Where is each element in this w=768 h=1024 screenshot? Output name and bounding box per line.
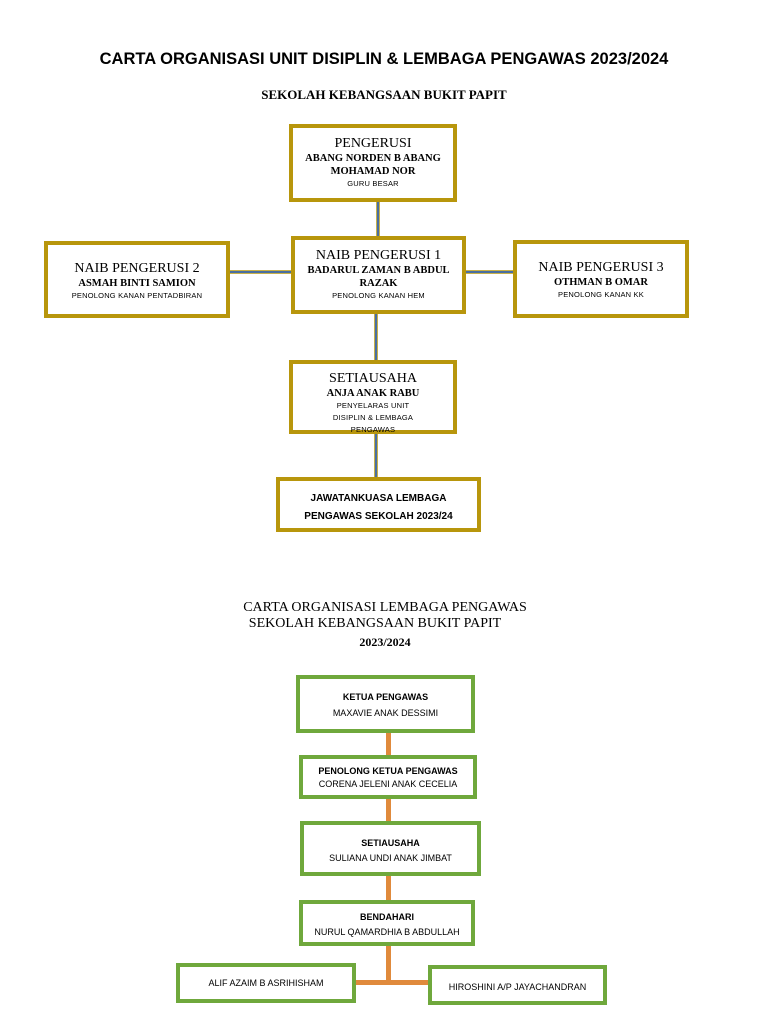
connector-naib1-naib2 [228, 270, 293, 274]
naib1-role: NAIB PENGERUSI 1 [315, 248, 442, 263]
setiausaha2-name: SULIANA UNDI ANAK JIMBAT [329, 853, 452, 863]
naib3-box: NAIB PENGERUSI 3 OTHMAN B OMAR PENOLONG … [513, 240, 689, 318]
connector-pengerusi-naib1 [376, 200, 380, 240]
right-member-name: HIROSHINI A/P JAYACHANDRAN [448, 982, 587, 992]
connector-setiausaha-jawatankuasa [374, 432, 378, 478]
left-member-name: ALIF AZAIM B ASRIHISHAM [208, 978, 324, 988]
chart2-title-line2: SEKOLAH KEBANGSAAN BUKIT PAPIT [248, 616, 502, 631]
naib2-name: ASMAH BINTI SAMION [78, 278, 196, 289]
chart2-title-line3: 2023/2024 [359, 635, 411, 649]
connector-bendahari-members [386, 944, 391, 984]
naib2-box: NAIB PENGERUSI 2 ASMAH BINTI SAMION PENO… [44, 241, 230, 318]
naib3-role: NAIB PENGERUSI 3 [538, 260, 664, 275]
pengerusi-position: GURU BESAR [347, 179, 399, 188]
chart1-title: CARTA ORGANISASI UNIT DISIPLIN & LEMBAGA… [99, 50, 669, 68]
pengerusi-role: PENGERUSI [334, 136, 412, 151]
setiausaha2-title: SETIAUSAHA [361, 838, 420, 848]
connector-naib1-setiausaha [374, 312, 378, 362]
naib1-position: PENOLONG KANAN HEM [332, 291, 425, 300]
setiausaha2-box: SETIAUSAHA SULIANA UNDI ANAK JIMBAT [300, 821, 481, 876]
ketua-title: KETUA PENGAWAS [342, 692, 429, 702]
naib2-position: PENOLONG KANAN PENTADBIRAN [71, 291, 203, 300]
left-member-box: ALIF AZAIM B ASRIHISHAM [176, 963, 356, 1003]
connector-members-horizontal [354, 980, 430, 985]
naib2-role: NAIB PENGERUSI 2 [74, 261, 200, 276]
jawatankuasa-box: JAWATANKUASA LEMBAGA PENGAWAS SEKOLAH 20… [276, 477, 481, 532]
connector-naib1-naib3 [465, 270, 515, 274]
bendahari-box: BENDAHARI NURUL QAMARDHIA B ABDULLAH [299, 900, 475, 946]
ketua-name: MAXAVIE ANAK DESSIMI [332, 708, 439, 718]
bendahari-title: BENDAHARI [360, 912, 414, 922]
penolong-title: PENOLONG KETUA PENGAWAS [318, 766, 458, 776]
right-member-box: HIROSHINI A/P JAYACHANDRAN [428, 965, 607, 1005]
chart1-subtitle: SEKOLAH KEBANGSAAN BUKIT PAPIT [261, 87, 507, 102]
penolong-name: CORENA JELENI ANAK CECELIA [318, 779, 458, 789]
ketua-box: KETUA PENGAWAS MAXAVIE ANAK DESSIMI [296, 675, 475, 733]
naib3-name: OTHMAN B OMAR [554, 277, 648, 288]
jawatankuasa-label: JAWATANKUASA LEMBAGA PENGAWAS SEKOLAH 20… [304, 493, 453, 522]
naib1-box: NAIB PENGERUSI 1 BADARUL ZAMAN B ABDUL R… [291, 236, 466, 314]
setiausaha-role: SETIAUSAHA [329, 371, 417, 386]
connector-penolong-setiausaha [386, 797, 391, 823]
chart2-title-line1: CARTA ORGANISASI LEMBAGA PENGAWAS [243, 600, 527, 615]
pengerusi-box: PENGERUSI ABANG NORDEN B ABANG MOHAMAD N… [289, 124, 457, 202]
connector-ketua-penolong [386, 731, 391, 757]
naib3-position: PENOLONG KANAN KK [558, 290, 644, 299]
setiausaha-box: SETIAUSAHA ANJA ANAK RABU PENYELARAS UNI… [289, 360, 457, 434]
naib1-name: BADARUL ZAMAN B ABDUL RAZAK [307, 265, 450, 289]
setiausaha-name: ANJA ANAK RABU [326, 388, 420, 399]
bendahari-name: NURUL QAMARDHIA B ABDULLAH [314, 927, 460, 937]
setiausaha-position: PENYELARAS UNIT DISIPLIN & LEMBAGA PENGA… [332, 401, 414, 434]
connector-setiausaha-bendahari [386, 874, 391, 902]
penolong-box: PENOLONG KETUA PENGAWAS CORENA JELENI AN… [299, 755, 477, 799]
pengerusi-name: ABANG NORDEN B ABANG MOHAMAD NOR [305, 153, 441, 177]
